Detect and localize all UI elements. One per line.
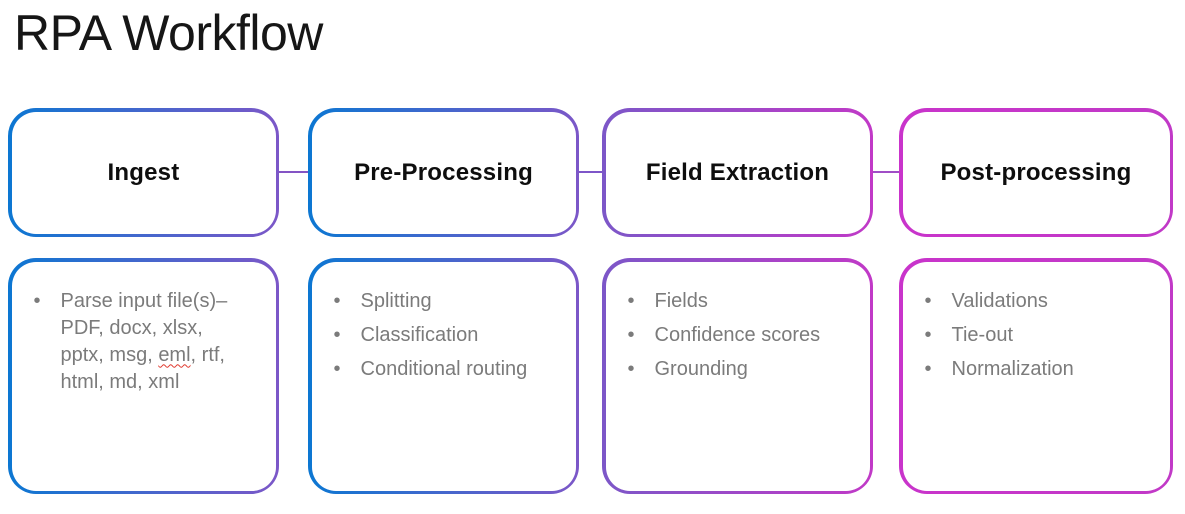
bullet-text: Conditional routing	[360, 357, 528, 380]
stage-header-label: Post-processing	[940, 158, 1132, 186]
bullet-text: Parse input file(s)– PDF, docx, xlsx, pp…	[60, 289, 228, 366]
misspelled-word: eml	[158, 343, 191, 366]
bullet-text: , rtf, html, md, xml	[60, 343, 226, 393]
bullet-text: Validations	[951, 289, 1048, 312]
stage-header-box-inner: Pre-Processing	[311, 111, 576, 234]
connector-ingest-preprocessing	[279, 171, 308, 173]
bullet-text: Grounding	[654, 357, 748, 380]
bullet-item: Parse input file(s)– PDF, docx, xlsx, pp…	[32, 288, 276, 396]
bullet-item: Splitting	[332, 288, 576, 315]
stage-detail-box-inner: Validations Tie-out Normalization	[902, 261, 1170, 491]
bullet-item: Conditional routing	[332, 356, 576, 383]
stage-header-box-post-processing: Post-processing	[899, 108, 1173, 237]
stage-detail-box-post-processing: Validations Tie-out Normalization	[899, 258, 1173, 494]
bullet-text: Normalization	[951, 357, 1074, 380]
bullet-item: Normalization	[923, 356, 1170, 383]
stage-header-box-pre-processing: Pre-Processing	[308, 108, 579, 237]
slide-title: RPA Workflow	[14, 5, 323, 61]
stage-detail-box-ingest: Parse input file(s)– PDF, docx, xlsx, pp…	[8, 258, 279, 494]
stage-header-box-ingest: Ingest	[8, 108, 279, 237]
bullet-item: Tie-out	[923, 322, 1170, 349]
stage-header-box-inner: Field Extraction	[605, 111, 870, 234]
bullet-text: Confidence scores	[654, 323, 821, 346]
stage-detail-box-inner: Fields Confidence scores Grounding	[605, 261, 870, 491]
connector-preprocessing-fieldextraction	[579, 171, 602, 173]
stage-header-box-field-extraction: Field Extraction	[602, 108, 873, 237]
stage-detail-box-field-extraction: Fields Confidence scores Grounding	[602, 258, 873, 494]
stage-detail-box-inner: Splitting Classification Conditional rou…	[311, 261, 576, 491]
bullet-list: Parse input file(s)– PDF, docx, xlsx, pp…	[12, 262, 276, 396]
bullet-text: Classification	[360, 323, 479, 346]
stage-header-label: Pre-Processing	[354, 158, 533, 186]
stage-detail-box-pre-processing: Splitting Classification Conditional rou…	[308, 258, 579, 494]
bullet-list: Splitting Classification Conditional rou…	[312, 262, 576, 383]
stage-header-label: Ingest	[107, 158, 180, 186]
bullet-item: Classification	[332, 322, 576, 349]
bullet-list: Fields Confidence scores Grounding	[606, 262, 870, 383]
bullet-item: Confidence scores	[626, 322, 870, 349]
bullet-text: Splitting	[360, 289, 432, 312]
stage-detail-box-inner: Parse input file(s)– PDF, docx, xlsx, pp…	[11, 261, 276, 491]
bullet-text: Fields	[654, 289, 708, 312]
stage-header-box-inner: Ingest	[11, 111, 276, 234]
bullet-list: Validations Tie-out Normalization	[903, 262, 1170, 383]
bullet-text: Tie-out	[951, 323, 1014, 346]
stage-header-box-inner: Post-processing	[902, 111, 1170, 234]
stage-header-label: Field Extraction	[645, 158, 830, 186]
bullet-item: Validations	[923, 288, 1170, 315]
connector-fieldextraction-postprocessing	[873, 171, 899, 173]
bullet-item: Fields	[626, 288, 870, 315]
bullet-item: Grounding	[626, 356, 870, 383]
